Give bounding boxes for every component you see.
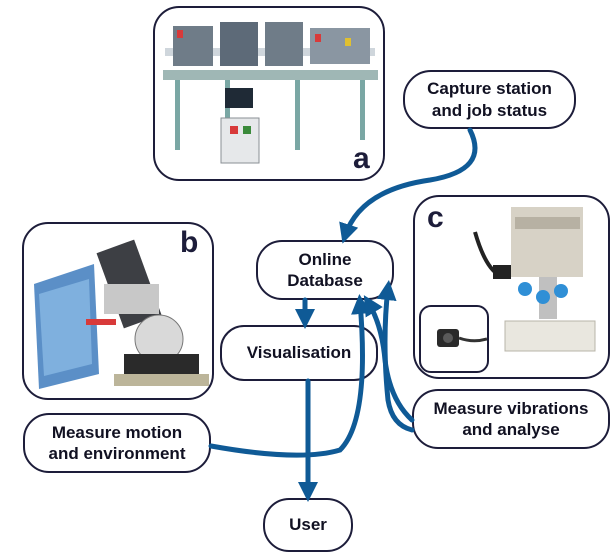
capture-station-node: Capture station and job status (403, 70, 576, 129)
measure-vibrations-node: Measure vibrations and analyse (412, 389, 610, 449)
panel-c-letter: c (427, 201, 444, 234)
panel-a: a (153, 6, 385, 181)
inset-frame (419, 305, 489, 373)
assembly-line-photo (163, 22, 378, 164)
vibration-sensor-photo (437, 329, 487, 347)
panel-b: b (22, 222, 214, 400)
user-node: User (263, 498, 353, 552)
panel-b-letter: b (180, 226, 199, 259)
panel-a-letter: a (353, 142, 370, 175)
online-database-node: Online Database (256, 240, 394, 300)
measure-motion-node: Measure motion and environment (23, 413, 211, 473)
visualisation-node: Visualisation (220, 325, 378, 381)
drill-spindle-photo (473, 207, 596, 352)
panel-c: c (413, 195, 610, 379)
industrial-robot-photo (34, 239, 209, 389)
arrow-vibrations-to-database-2 (376, 280, 415, 433)
